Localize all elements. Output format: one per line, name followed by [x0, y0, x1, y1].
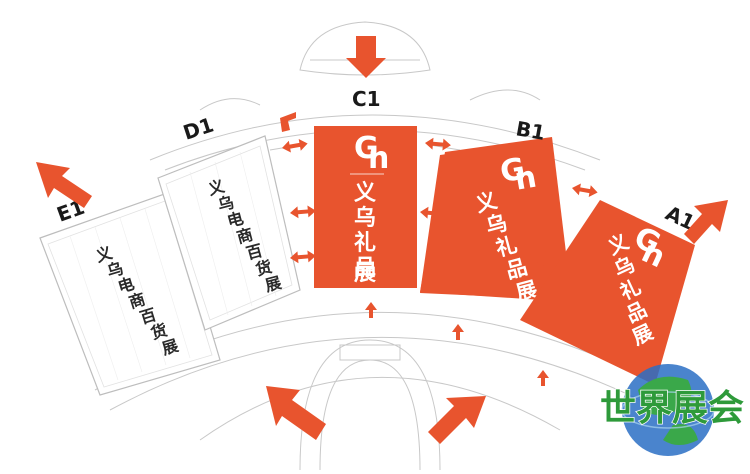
hall-d1[interactable]: D1 义 乌 电 商 百 货 展	[157, 112, 301, 331]
svg-text:G: G	[354, 131, 379, 166]
svg-text:商: 商	[127, 289, 148, 312]
expo-logo-icon: G n	[498, 151, 540, 197]
svg-text:电: 电	[116, 274, 137, 297]
entrance-arrow-icon	[266, 386, 326, 440]
entrance-arrows	[36, 36, 728, 444]
hall-c1[interactable]: G n 义 乌 礼 品 展 C1	[314, 87, 417, 288]
entrance-arrow-icon	[36, 162, 92, 208]
connector-arrow-icon	[544, 249, 569, 264]
svg-text:n: n	[368, 141, 389, 176]
svg-text:乌: 乌	[354, 205, 376, 231]
svg-text:乌: 乌	[216, 192, 236, 214]
svg-text:商: 商	[235, 225, 255, 247]
entrance-arrow-icon	[428, 396, 486, 444]
svg-text:展: 展	[354, 261, 376, 286]
svg-text:百: 百	[138, 305, 159, 328]
connector-arrow-icon	[452, 324, 464, 340]
svg-text:电: 电	[225, 209, 245, 231]
connector-arrow-icon	[572, 183, 598, 198]
svg-text:义: 义	[94, 243, 115, 266]
hall-label-b1: B1	[514, 116, 547, 145]
svg-text:乌: 乌	[105, 258, 126, 281]
connector-arrow-icon	[537, 370, 549, 386]
connector-arrow-icon	[290, 205, 316, 219]
expo-logo-icon: G n	[350, 131, 389, 176]
watermark: 世界展会	[599, 364, 745, 456]
svg-text:义: 义	[354, 181, 376, 206]
hall-name-c1: 义 乌 礼 品 展	[354, 181, 376, 286]
watermark-text: 世界展会	[600, 388, 744, 429]
hall-name-e1: 义 乌 电 商 百 货 展	[94, 243, 182, 359]
connector-arrow-icon	[282, 138, 308, 153]
connector-arrows	[280, 112, 598, 386]
svg-text:礼: 礼	[354, 230, 376, 256]
svg-text:品: 品	[354, 256, 376, 281]
connector-arrow-icon	[420, 206, 446, 220]
connector-arrow-icon	[425, 137, 451, 151]
svg-text:展: 展	[263, 273, 284, 296]
hall-a1[interactable]: G n 义 乌 礼 品 展 A1	[520, 200, 699, 385]
connector-arrow-icon	[365, 302, 377, 318]
connector-arrow-icon	[524, 253, 550, 268]
svg-text:义: 义	[206, 176, 226, 198]
svg-text:百: 百	[244, 241, 264, 263]
hall-name-d1: 义 乌 电 商 百 货 展	[206, 176, 284, 296]
svg-text:货: 货	[149, 320, 170, 343]
hall-label-d1: D1	[180, 112, 216, 144]
entrance-arrow-icon	[346, 36, 386, 78]
globe-icon	[621, 364, 715, 456]
hall-label-c1: C1	[352, 87, 381, 111]
connector-arrow-icon	[290, 250, 316, 264]
svg-text:G: G	[498, 151, 528, 190]
svg-text:展: 展	[160, 335, 182, 358]
svg-text:货: 货	[254, 257, 274, 279]
entrance-arrow-icon	[684, 200, 728, 244]
